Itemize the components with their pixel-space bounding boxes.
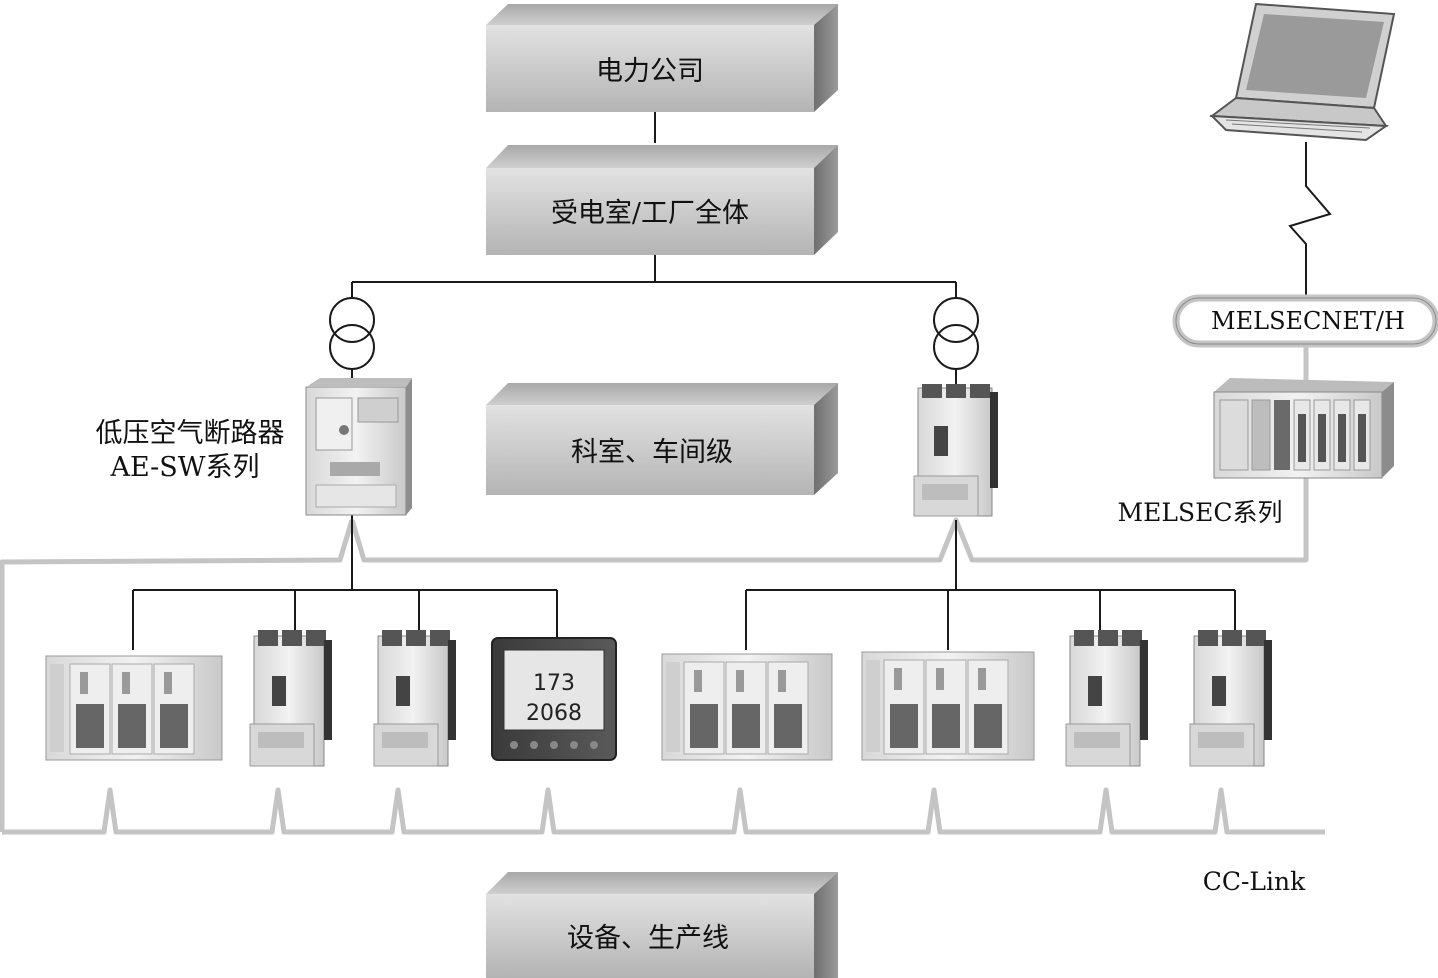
transformer-right-icon [933,297,979,388]
power-company-label: 电力公司 [596,56,704,87]
power-meter-image: 173 2068 [491,637,617,761]
air-circuit-breaker-image [305,378,412,516]
workshop-box: 科室、车间级 [486,383,838,495]
workshop-label: 科室、车间级 [571,437,733,468]
laptop-icon [1209,2,1396,142]
melsec-plc-image [1213,378,1394,479]
io-module-group-3-image [861,651,1035,761]
mccb-4-image [1189,630,1272,767]
distribution-wiring [351,255,957,298]
transformer-left-icon [329,297,375,388]
melsec-series-label: MELSEC系列 [1118,498,1283,527]
mccb-1-image [249,630,332,767]
device-feeders [132,515,1236,650]
mccb-2-image [373,630,456,767]
meter-reading-2: 2068 [526,701,582,726]
meter-reading-1: 173 [533,671,575,696]
breaker-label-line1: 低压空气断路器 [96,418,285,449]
cc-link-label: CC-Link [1203,867,1306,896]
equipment-label: 设备、生产线 [567,923,729,954]
melsecnet-badge: MELSECNET/H [1172,294,1438,348]
breaker-label-line2: AE-SW系列 [109,452,259,483]
io-module-group-1-image [45,655,223,761]
mccb-3-image [1065,630,1148,767]
molded-breaker-upper-image [913,384,998,517]
equipment-box: 设备、生产线 [486,872,838,978]
io-module-group-2-image [661,653,833,761]
substation-label: 受电室/工厂全体 [551,198,749,229]
laptop-link [1288,142,1332,300]
melsecnet-label: MELSECNET/H [1211,307,1405,335]
substation-box: 受电室/工厂全体 [486,145,838,255]
power-company-box: 电力公司 [486,4,838,112]
